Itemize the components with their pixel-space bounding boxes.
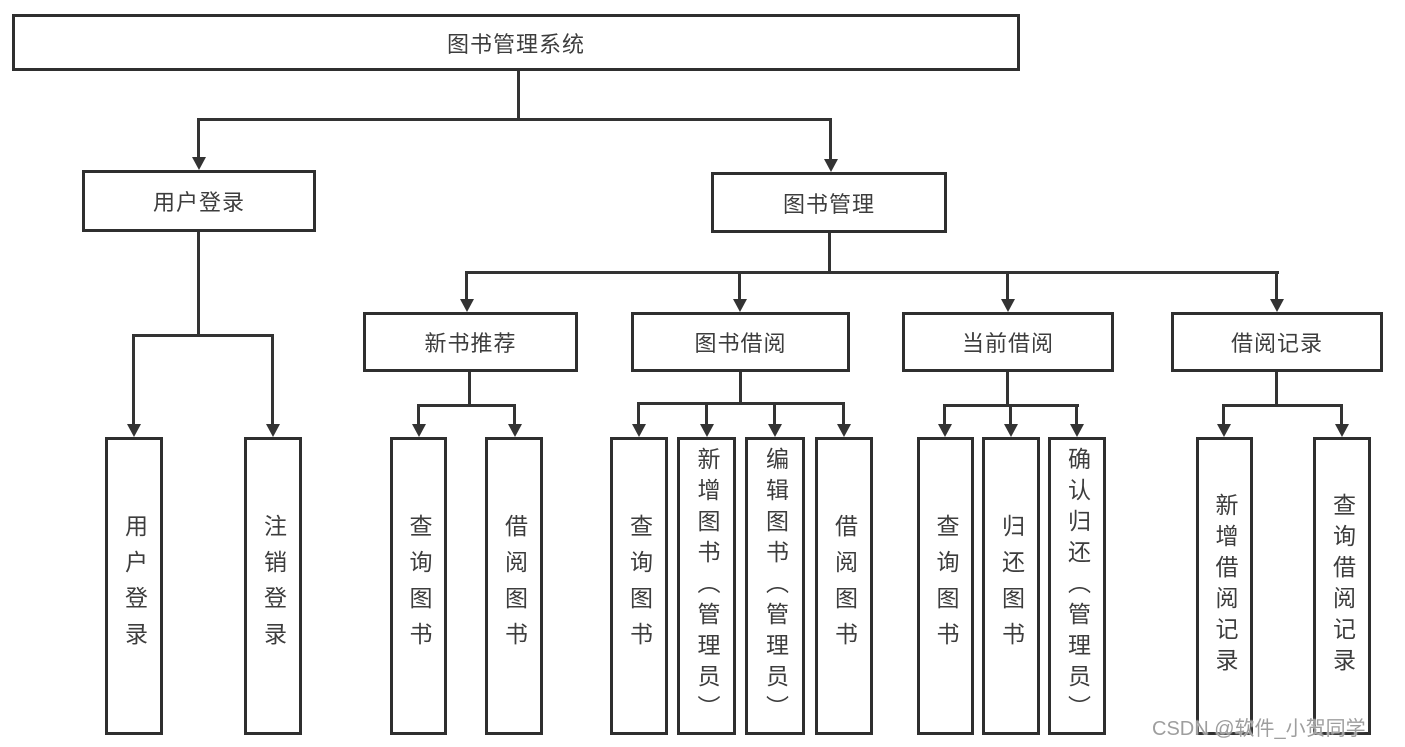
node-leaf-query-books-current: 查询图书: [917, 437, 974, 735]
connector-line: [739, 372, 742, 404]
connector-line: [417, 404, 420, 427]
node-borrowing-records: 借阅记录: [1171, 312, 1383, 372]
connector-line: [1006, 372, 1009, 406]
connector-line: [738, 271, 741, 302]
connector-line: [271, 334, 274, 427]
connector-line: [517, 71, 520, 120]
arrow-down-icon: [768, 424, 782, 437]
node-leaf-query-books-recommend: 查询图书: [390, 437, 447, 735]
connector-line: [943, 404, 946, 427]
connector-line: [773, 402, 776, 427]
arrow-down-icon: [1335, 424, 1349, 437]
arrow-down-icon: [700, 424, 714, 437]
node-leaf-user-login: 用户登录: [105, 437, 163, 735]
arrow-down-icon: [1270, 299, 1284, 312]
arrow-down-icon: [460, 299, 474, 312]
node-current-borrowing: 当前借阅: [902, 312, 1114, 372]
node-user-login: 用户登录: [82, 170, 316, 232]
connector-line: [417, 404, 516, 407]
arrow-down-icon: [733, 299, 747, 312]
arrow-down-icon: [127, 424, 141, 437]
node-leaf-query-books-borrowing: 查询图书: [610, 437, 668, 735]
connector-line: [637, 402, 640, 427]
connector-line: [1275, 271, 1278, 302]
connector-line: [132, 334, 274, 337]
connector-line: [705, 402, 708, 427]
node-leaf-return-books: 归还图书: [982, 437, 1040, 735]
csdn-watermark: CSDN @软件_小贺同学: [1152, 718, 1366, 740]
arrow-down-icon: [412, 424, 426, 437]
node-leaf-add-books-admin: 新增图书（管理员）: [677, 437, 736, 735]
connector-line: [197, 232, 200, 335]
connector-line: [1222, 404, 1225, 427]
connector-line: [1340, 404, 1343, 427]
connector-line: [842, 402, 845, 427]
node-new-book-recommendation: 新书推荐: [363, 312, 578, 372]
arrow-down-icon: [938, 424, 952, 437]
arrow-down-icon: [632, 424, 646, 437]
arrow-down-icon: [1217, 424, 1231, 437]
arrow-down-icon: [508, 424, 522, 437]
node-leaf-borrow-books-recommend: 借阅图书: [485, 437, 543, 735]
connector-line: [1006, 271, 1009, 302]
connector-line: [1222, 404, 1343, 407]
connector-line: [828, 233, 831, 273]
connector-line: [465, 271, 1279, 274]
node-leaf-query-borrow-record: 查询借阅记录: [1313, 437, 1371, 735]
arrow-down-icon: [266, 424, 280, 437]
arrow-down-icon: [192, 157, 206, 170]
node-book-management: 图书管理: [711, 172, 947, 233]
connector-line: [468, 372, 471, 406]
node-leaf-edit-books-admin: 编辑图书（管理员）: [745, 437, 805, 735]
arrow-down-icon: [1001, 299, 1015, 312]
connector-line: [132, 334, 135, 427]
connector-line: [1075, 404, 1078, 427]
connector-line: [1275, 372, 1278, 406]
node-book-borrowing: 图书借阅: [631, 312, 850, 372]
arrow-down-icon: [837, 424, 851, 437]
arrow-down-icon: [824, 159, 838, 172]
connector-line: [197, 118, 832, 121]
node-leaf-logout: 注销登录: [244, 437, 302, 735]
connector-line: [637, 402, 845, 405]
connector-line: [1009, 404, 1012, 427]
connector-line: [465, 271, 468, 302]
node-leaf-borrow-books-borrowing: 借阅图书: [815, 437, 873, 735]
arrow-down-icon: [1070, 424, 1084, 437]
connector-line: [197, 118, 200, 160]
node-leaf-confirm-return-admin: 确认归还（管理员）: [1048, 437, 1106, 735]
arrow-down-icon: [1004, 424, 1018, 437]
node-library-management-system: 图书管理系统: [12, 14, 1020, 71]
connector-line: [513, 404, 516, 427]
node-leaf-add-borrow-record: 新增借阅记录: [1196, 437, 1253, 735]
connector-line: [829, 118, 832, 162]
